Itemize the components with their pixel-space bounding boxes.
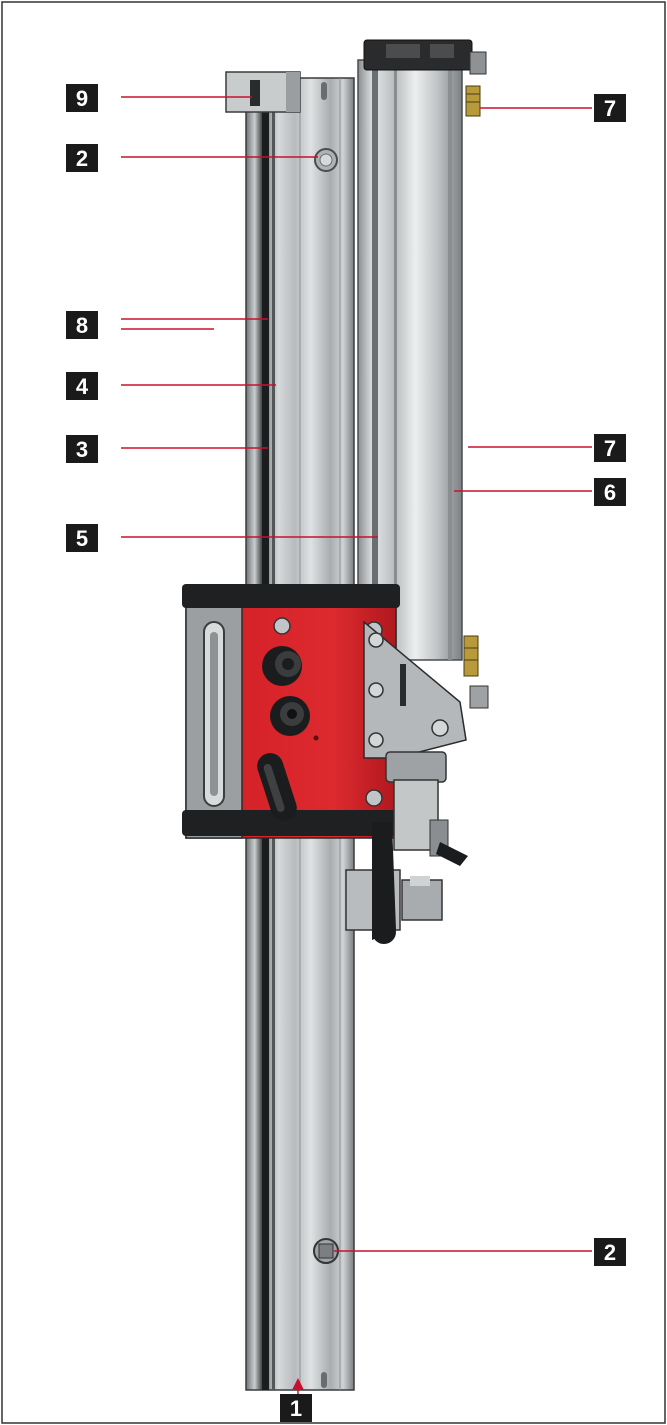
- callout-4: 4: [66, 372, 98, 400]
- svg-text:2: 2: [604, 1240, 616, 1265]
- callout-2-bottom: 2: [594, 1238, 626, 1266]
- svg-text:9: 9: [76, 86, 88, 111]
- callout-7-bottom: 7: [594, 434, 626, 462]
- knob-4: [270, 696, 310, 736]
- callout-1: 1: [280, 1394, 312, 1422]
- svg-text:7: 7: [604, 96, 616, 121]
- arrow-head: [292, 1378, 304, 1390]
- rail-hole-bottom: [313, 1238, 339, 1264]
- svg-text:8: 8: [76, 313, 88, 338]
- svg-text:7: 7: [604, 436, 616, 461]
- motor-coupling: [385, 751, 468, 866]
- side-bracket: [363, 620, 467, 759]
- callout-5: 5: [66, 524, 98, 552]
- svg-text:5: 5: [76, 526, 88, 551]
- svg-text:2: 2: [76, 146, 88, 171]
- svg-text:3: 3: [76, 437, 88, 462]
- svg-text:4: 4: [76, 374, 89, 399]
- rail-hole-top: [314, 148, 338, 172]
- svg-text:1: 1: [290, 1396, 302, 1421]
- lever-5: [345, 822, 443, 944]
- top-bracket: [225, 71, 301, 113]
- callout-6: 6: [594, 478, 626, 506]
- lever-3: [257, 753, 297, 821]
- gas-cylinder: [357, 39, 489, 709]
- knob-8: [262, 646, 302, 686]
- callout-8: 8: [66, 311, 98, 339]
- callout-2-top: 2: [66, 144, 98, 172]
- leader-lines: [121, 96, 592, 1414]
- svg-text:6: 6: [604, 480, 616, 505]
- callout-7-top: 7: [594, 94, 626, 122]
- callout-9: 9: [66, 84, 98, 112]
- callout-3: 3: [66, 435, 98, 463]
